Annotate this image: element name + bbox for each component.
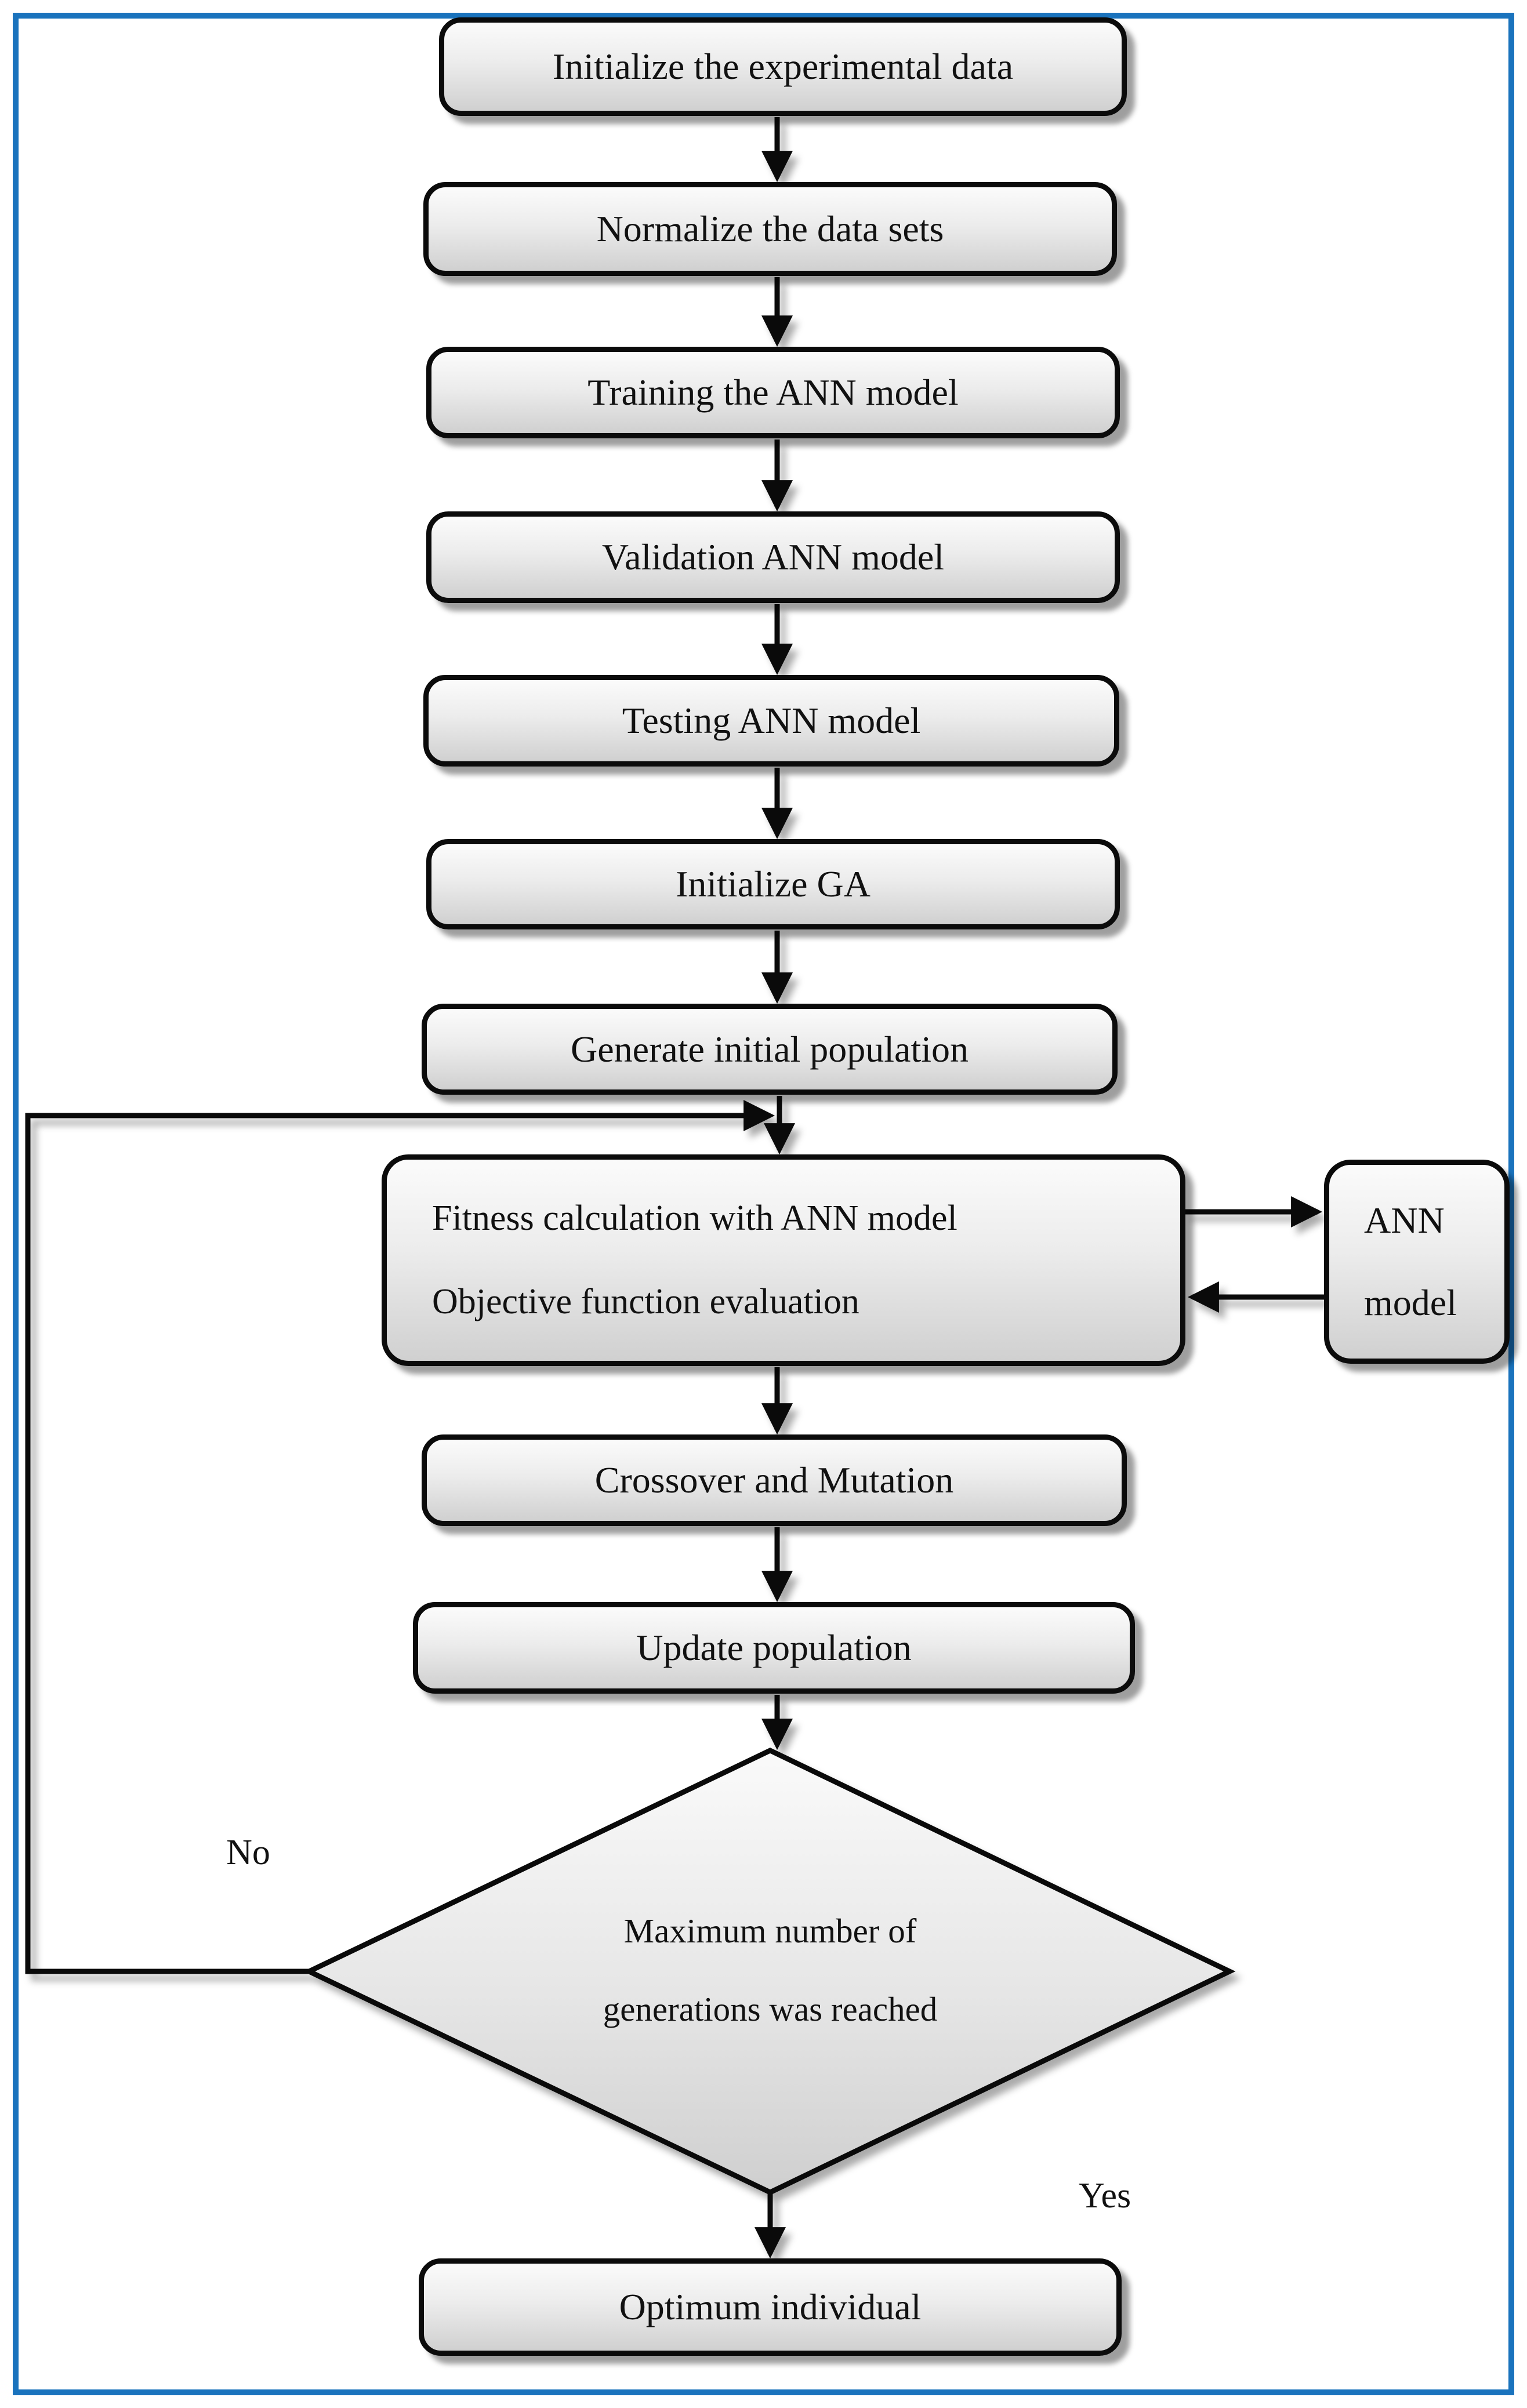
node-generate-population: Generate initial population: [422, 1004, 1118, 1095]
fitness-line1: Fitness calculation with ANN model: [432, 1198, 957, 1238]
decision-text-line2: generations was reached: [603, 1989, 938, 2028]
node-ann-model: ANN model: [1324, 1160, 1510, 1364]
node-fitness-evaluation: Fitness calculation with ANN model Objec…: [382, 1154, 1185, 1366]
label-no: No: [226, 1832, 270, 1872]
ann-model-line1: ANN: [1364, 1200, 1445, 1241]
node-normalize-data: Normalize the data sets: [423, 182, 1117, 276]
node-validate-ann: Validation ANN model: [426, 511, 1120, 603]
label-yes: Yes: [1078, 2175, 1131, 2215]
loop-no-feedback-line: [25, 1100, 775, 1974]
node-train-ann: Training the ANN model: [426, 347, 1120, 438]
figure-border: [13, 13, 1514, 2395]
ann-model-line2: model: [1364, 1282, 1457, 1323]
node-crossover-mutation: Crossover and Mutation: [422, 1434, 1127, 1526]
fitness-line2: Objective function evaluation: [432, 1281, 859, 1321]
node-optimum-individual: Optimum individual: [419, 2258, 1122, 2356]
decision-diamond: [303, 1748, 1236, 2195]
decision-text-line1: Maximum number of: [623, 1911, 917, 1950]
node-update-population: Update population: [413, 1602, 1135, 1694]
node-initialize-data: Initialize the experimental data: [439, 17, 1127, 116]
node-initialize-ga: Initialize GA: [426, 839, 1120, 929]
node-test-ann: Testing ANN model: [423, 675, 1119, 767]
